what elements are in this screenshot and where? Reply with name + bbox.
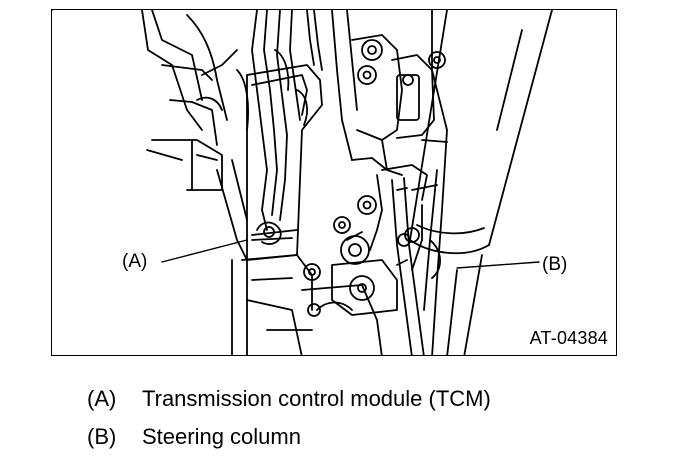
steering-column-drawing bbox=[409, 10, 553, 355]
line-drawing bbox=[52, 10, 553, 355]
leader-line-b bbox=[456, 261, 540, 269]
tcm-module-drawing bbox=[216, 10, 323, 261]
leader-lines bbox=[161, 239, 540, 269]
legend-text: Transmission control module (TCM) bbox=[142, 386, 491, 411]
callout-label-b: (B) bbox=[542, 254, 568, 275]
leader-line-a bbox=[161, 239, 248, 263]
legend-text: Steering column bbox=[142, 424, 301, 449]
legend-item-steering-column: (B) Steering column bbox=[87, 426, 301, 448]
dashboard-structure bbox=[52, 10, 238, 191]
shift-lever-assembly bbox=[307, 10, 446, 355]
lower-structure bbox=[231, 254, 383, 355]
legend-key: (A) bbox=[87, 386, 117, 411]
legend-item-tcm: (A) Transmission control module (TCM) bbox=[87, 388, 491, 410]
figure-code: AT-04384 bbox=[529, 328, 608, 349]
illustration-frame: (A) (B) AT-04384 bbox=[51, 9, 617, 356]
legend-key: (B) bbox=[87, 424, 117, 449]
callout-label-a: (A) bbox=[122, 251, 148, 272]
